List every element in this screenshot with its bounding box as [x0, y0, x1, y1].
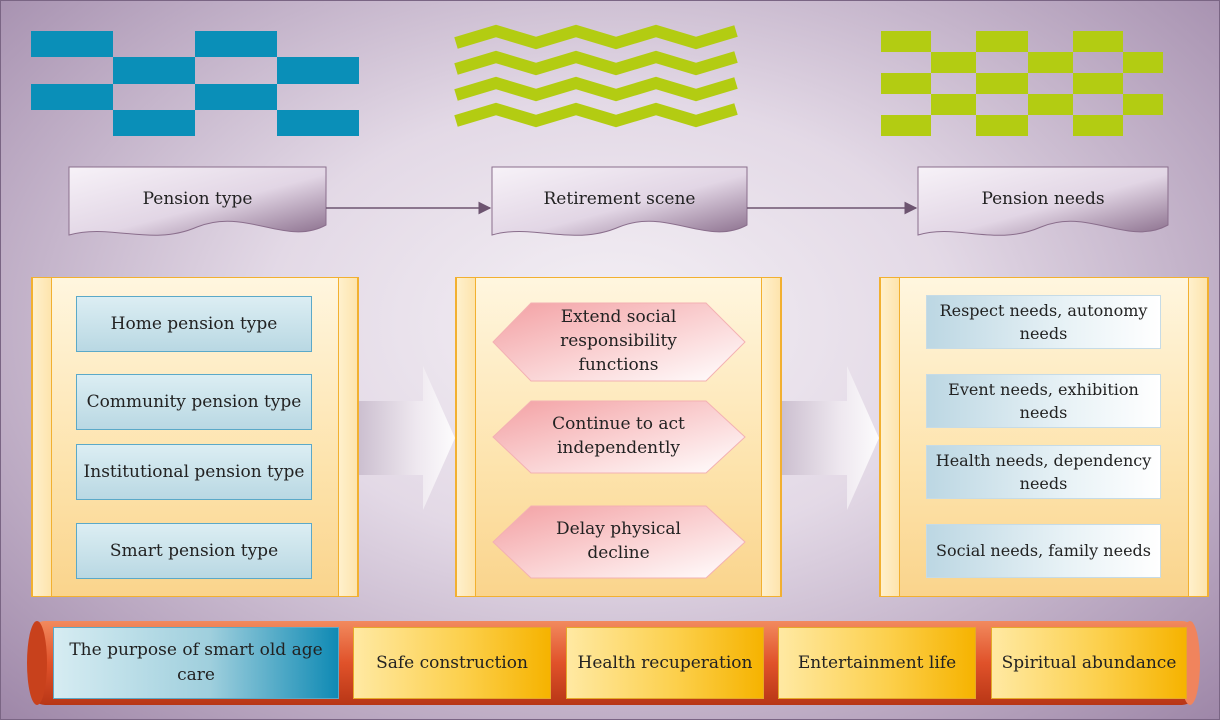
- panel-rail-left: [456, 278, 476, 596]
- scene-delay-decline: Delay physical decline: [556, 519, 681, 563]
- banner-pension-type: Pension type: [142, 189, 253, 209]
- panel-rail-right: [1188, 278, 1208, 596]
- banner-shape-retirement-scene: [491, 166, 748, 236]
- banner-retirement-scene: Retirement scene: [543, 189, 696, 209]
- purpose-smart-old-age-care: The purpose of smart old age care: [53, 627, 339, 699]
- need-social-family: Social needs, family needs: [926, 524, 1161, 578]
- purpose-safe-construction: Safe construction: [353, 627, 551, 699]
- need-event-exhibition: Event needs, exhibition needs: [926, 374, 1161, 428]
- green-warped-checker-pattern: [881, 31, 1163, 136]
- panel-rail-right: [338, 278, 358, 596]
- banner-shape-pension-type: [68, 166, 327, 236]
- purpose-spiritual-abundance: Spiritual abundance: [991, 627, 1187, 699]
- purpose-health-recuperation: Health recuperation: [566, 627, 764, 699]
- pension-type-community: Community pension type: [76, 374, 312, 430]
- panel-rail-left: [880, 278, 900, 596]
- big-arrow-left: [359, 366, 455, 510]
- pension-type-smart: Smart pension type: [76, 523, 312, 579]
- need-health-dependency: Health needs, dependency needs: [926, 445, 1161, 499]
- scene-act-independently: Continue to act independently: [552, 414, 685, 458]
- banner-pension-needs: Pension needs: [981, 189, 1105, 209]
- big-arrow-right: [782, 366, 879, 510]
- scene-extend-social-responsibility: Extend social responsibility functions: [560, 307, 677, 375]
- purpose-entertainment-life: Entertainment life: [778, 627, 976, 699]
- panel-rail-left: [32, 278, 52, 596]
- blue-checker-pattern: [31, 31, 359, 136]
- pension-type-institutional: Institutional pension type: [76, 444, 312, 500]
- need-respect-autonomy: Respect needs, autonomy needs: [926, 295, 1161, 349]
- green-zigzag-pattern: [454, 24, 738, 128]
- pension-type-home: Home pension type: [76, 296, 312, 352]
- banner-shape-pension-needs: [917, 166, 1169, 236]
- panel-rail-right: [761, 278, 781, 596]
